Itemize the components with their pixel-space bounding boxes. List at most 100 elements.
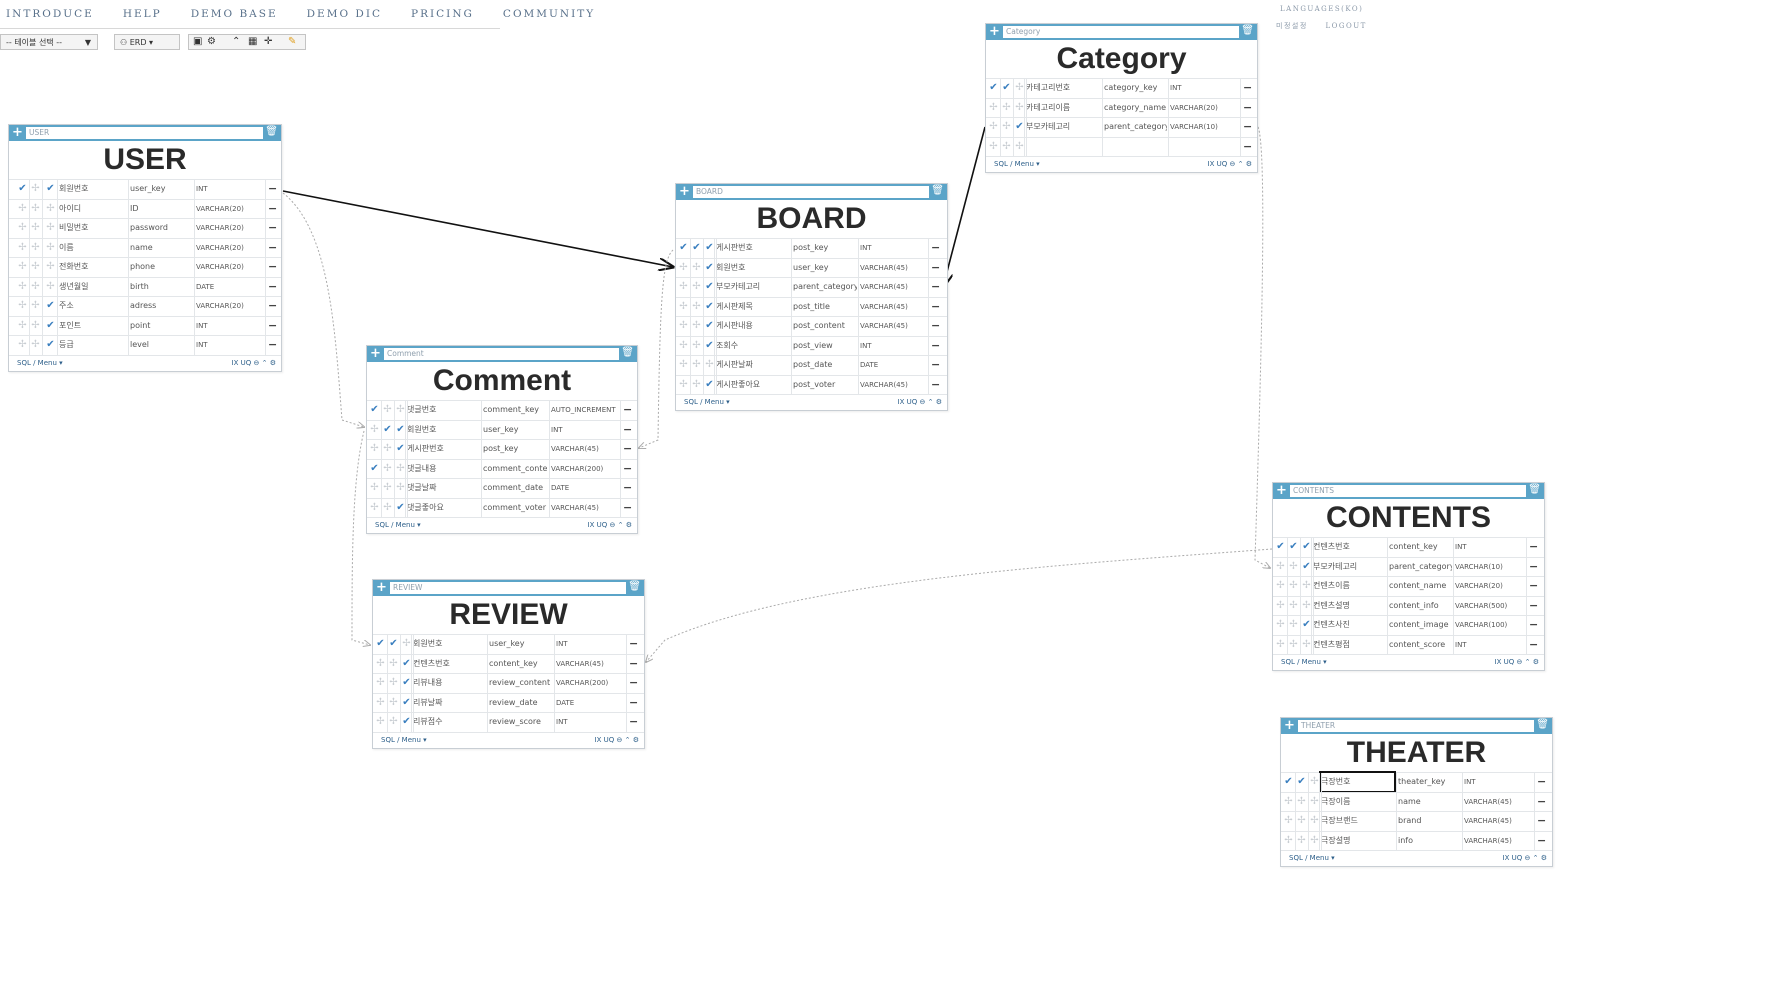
table-title[interactable]: Comment xyxy=(432,364,572,397)
field-name[interactable]: adress xyxy=(130,301,157,310)
field-name[interactable]: post_key xyxy=(793,243,829,252)
minus-circle-icon[interactable]: ⊖ xyxy=(253,358,260,367)
gear-icon[interactable]: ⚙ xyxy=(269,358,276,367)
index-unique-buttons[interactable]: IX UQ xyxy=(1502,854,1523,862)
move-icon[interactable]: ✛ xyxy=(264,36,273,47)
data-type[interactable]: INT xyxy=(551,425,563,434)
index-unique-buttons[interactable]: IX UQ xyxy=(587,521,608,529)
field-name[interactable]: parent_category xyxy=(1389,561,1452,571)
pk-toggle-icon[interactable]: ✢ xyxy=(679,300,688,312)
minus-icon[interactable]: − xyxy=(1529,637,1539,651)
add-column-icon[interactable]: + xyxy=(12,125,23,140)
minus-icon[interactable]: − xyxy=(931,358,941,371)
gear-icon[interactable]: ⚙ xyxy=(1532,658,1539,666)
logical-name[interactable]: 아이디 xyxy=(59,203,82,213)
logical-name[interactable]: 생년월일 xyxy=(59,281,89,291)
gear-icon[interactable]: ⚙ xyxy=(1540,854,1547,862)
data-type[interactable]: VARCHAR(10) xyxy=(1455,562,1503,571)
minus-icon[interactable]: − xyxy=(1243,120,1253,133)
logical-name[interactable]: 리뷰날짜 xyxy=(413,697,443,707)
field-name[interactable]: comment_key xyxy=(483,405,540,414)
sql-menu-button[interactable]: SQL / Menu ▾ xyxy=(684,398,730,406)
data-type[interactable]: VARCHAR(20) xyxy=(196,204,244,213)
data-type[interactable]: VARCHAR(45) xyxy=(860,322,908,330)
data-type[interactable]: VARCHAR(500) xyxy=(1455,601,1508,610)
pk-toggle-icon[interactable]: ✢ xyxy=(989,140,998,152)
data-type[interactable]: VARCHAR(45) xyxy=(860,302,908,311)
wand-icon[interactable]: ✎ xyxy=(288,36,297,47)
languages-link[interactable]: LANGUAGES(KO) xyxy=(1280,5,1364,13)
trash-icon[interactable]: 🗑 xyxy=(1528,484,1541,495)
nn-toggle-icon[interactable]: ✢ xyxy=(1310,776,1319,787)
pk-check-icon[interactable]: ✔ xyxy=(18,183,27,194)
logical-name[interactable]: 컨텐츠번호 xyxy=(413,658,450,668)
table-header[interactable]: +CONTENTS🗑 xyxy=(1273,483,1544,499)
minus-circle-icon[interactable]: ⊖ xyxy=(1516,658,1523,666)
save-icon[interactable]: ▣ xyxy=(193,36,203,47)
pk-toggle-icon[interactable]: ✢ xyxy=(679,261,688,273)
logical-name[interactable]: 조회수 xyxy=(716,340,739,350)
logical-name[interactable]: 컨텐츠설명 xyxy=(1313,600,1350,610)
nn-toggle-icon[interactable]: ✢ xyxy=(1310,815,1319,826)
data-type[interactable]: INT xyxy=(556,718,568,726)
fk-check-icon[interactable]: ✔ xyxy=(383,423,392,435)
pk-toggle-icon[interactable]: ✢ xyxy=(679,281,688,292)
minus-icon[interactable]: − xyxy=(931,260,941,274)
chevron-up-icon[interactable]: ⌃ xyxy=(232,36,241,47)
field-name[interactable]: content_info xyxy=(1389,600,1439,610)
data-type[interactable]: VARCHAR(45) xyxy=(860,263,908,272)
nn-toggle-icon[interactable]: ✢ xyxy=(402,638,411,649)
sql-menu-button[interactable]: SQL / Menu ▾ xyxy=(1281,658,1327,666)
field-name[interactable]: user_key xyxy=(793,262,829,272)
field-name[interactable]: phone xyxy=(130,262,156,271)
nn-toggle-icon[interactable]: ✢ xyxy=(396,482,405,493)
pk-toggle-icon[interactable]: ✢ xyxy=(18,241,27,253)
field-name[interactable]: post_date xyxy=(793,360,833,369)
nn-check-icon[interactable]: ✔ xyxy=(46,300,55,311)
table-header[interactable]: +REVIEW🗑 xyxy=(373,580,644,596)
field-name[interactable]: review_score xyxy=(489,717,541,726)
fk-toggle-icon[interactable]: ✢ xyxy=(383,404,392,415)
field-name[interactable]: comment_content xyxy=(483,463,548,473)
minus-circle-icon[interactable]: ⊖ xyxy=(919,398,926,406)
data-type[interactable]: INT xyxy=(1464,778,1476,786)
add-column-icon[interactable]: + xyxy=(989,24,1000,39)
field-name[interactable]: content_image xyxy=(1389,620,1449,629)
column-row[interactable]: ✢✢✢− xyxy=(986,136,1257,156)
pk-toggle-icon[interactable]: ✢ xyxy=(18,300,27,311)
field-name[interactable]: post_voter xyxy=(793,379,836,389)
nav-link-introduce[interactable]: INTRODUCE xyxy=(6,8,94,20)
nn-check-icon[interactable]: ✔ xyxy=(705,320,714,331)
fk-toggle-icon[interactable]: ✢ xyxy=(389,677,398,688)
field-name[interactable]: user_key xyxy=(130,184,166,193)
minus-circle-icon[interactable]: ⊖ xyxy=(1524,854,1531,862)
minus-icon[interactable]: − xyxy=(931,280,941,293)
logical-name[interactable]: 회원번호 xyxy=(716,262,746,272)
pk-toggle-icon[interactable]: ✢ xyxy=(376,716,385,727)
minus-icon[interactable]: − xyxy=(268,240,278,254)
nn-toggle-icon[interactable]: ✢ xyxy=(1310,834,1319,846)
nn-toggle-icon[interactable]: ✢ xyxy=(46,202,55,214)
data-type[interactable]: INT xyxy=(196,321,208,330)
pk-toggle-icon[interactable]: ✢ xyxy=(370,501,379,513)
nn-check-icon[interactable]: ✔ xyxy=(705,281,714,292)
fk-toggle-icon[interactable]: ✢ xyxy=(31,300,40,311)
index-unique-buttons[interactable]: IX UQ xyxy=(594,735,615,744)
pk-toggle-icon[interactable]: ✢ xyxy=(18,202,27,214)
pk-check-icon[interactable]: ✔ xyxy=(370,404,379,415)
pk-toggle-icon[interactable]: ✢ xyxy=(1276,580,1285,591)
logical-name[interactable]: 게시판제목 xyxy=(716,301,753,311)
minus-icon[interactable]: − xyxy=(268,338,278,351)
